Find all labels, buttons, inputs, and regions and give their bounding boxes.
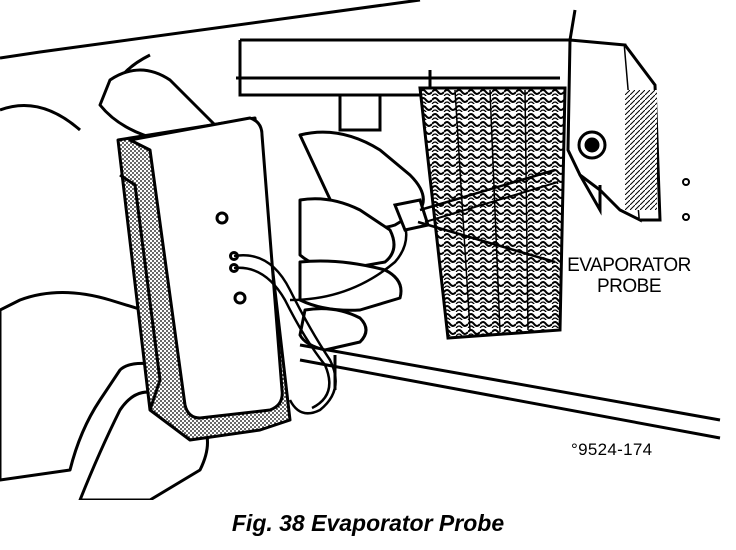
illustration-number: °9524-174 xyxy=(571,440,653,459)
callout-line-1: EVAPORATOR xyxy=(567,255,691,276)
test-meter xyxy=(116,116,292,442)
evaporator-probe-callout: EVAPORATOR PROBE xyxy=(559,255,699,297)
callout-line-2: PROBE xyxy=(596,276,662,297)
figure-caption: Fig. 38 Evaporator Probe xyxy=(231,510,505,536)
probe-wires xyxy=(233,224,408,415)
lower-housing xyxy=(299,343,721,440)
evaporator-core xyxy=(418,86,567,340)
callout-leader xyxy=(417,220,556,264)
mounting-bracket xyxy=(566,38,690,223)
evaporator-probe-drawing xyxy=(0,0,721,500)
